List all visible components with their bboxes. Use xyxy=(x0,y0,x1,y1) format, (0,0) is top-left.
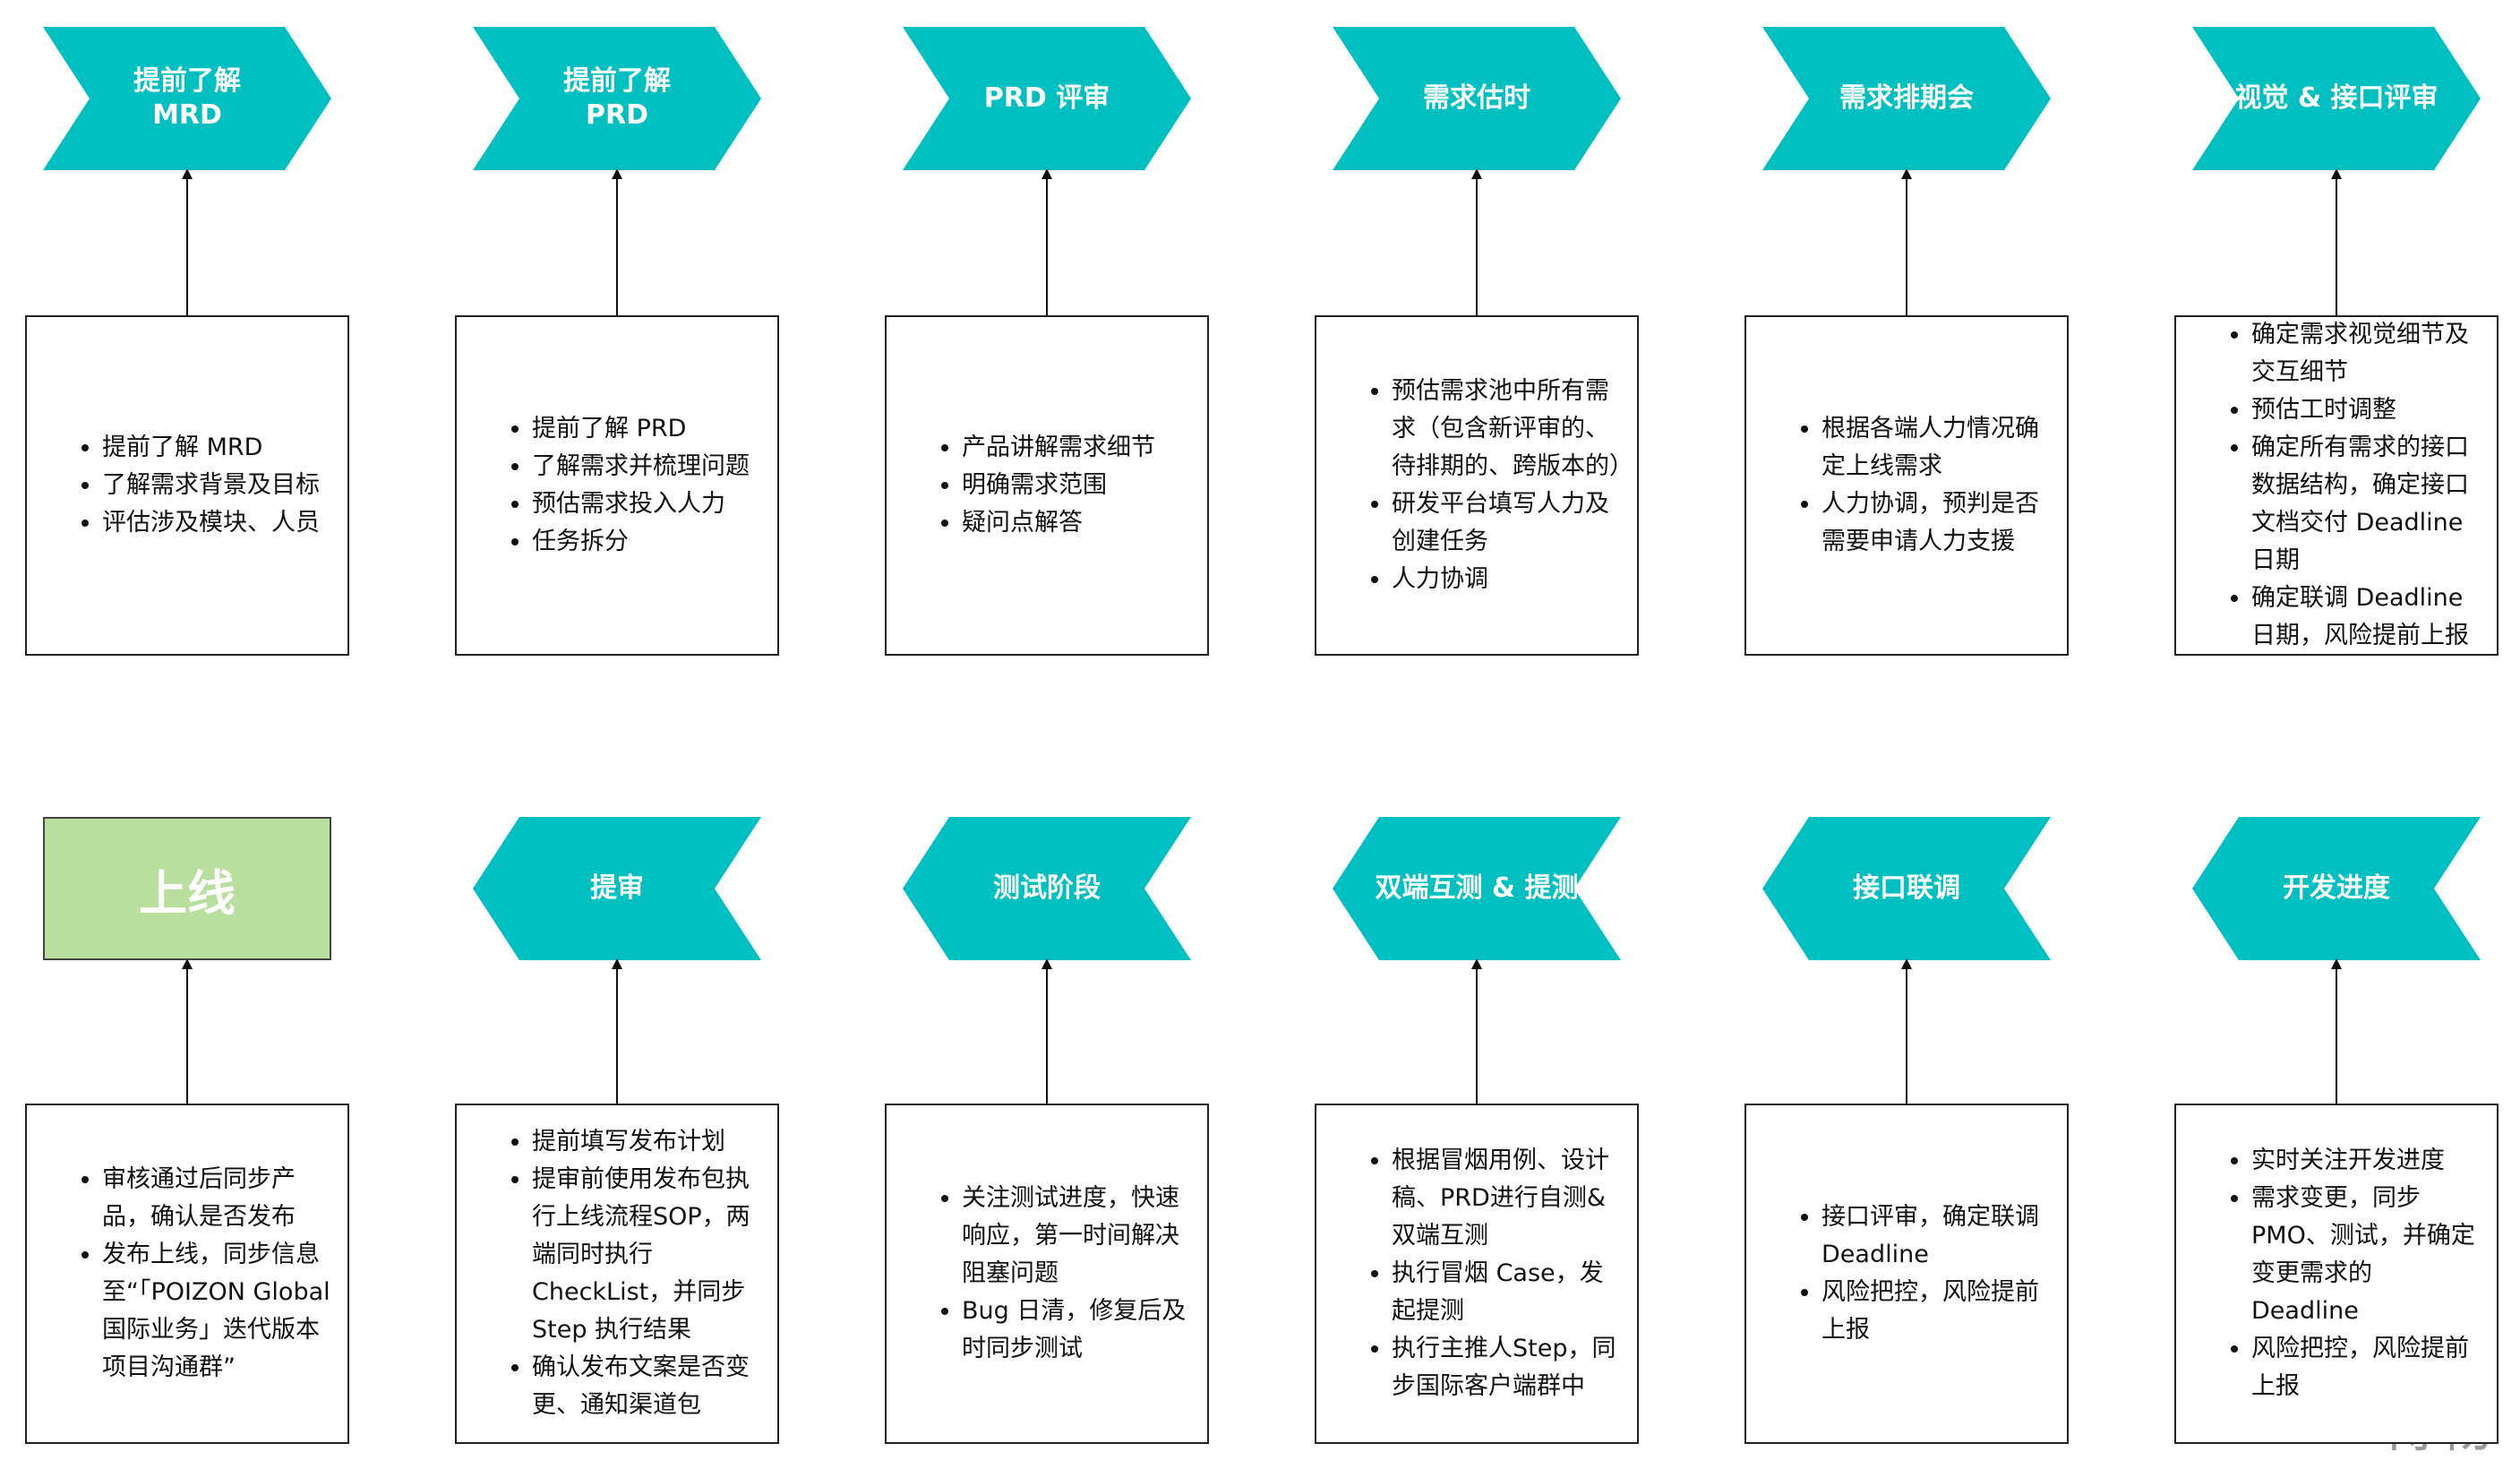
stage-task-list: 实时关注开发进度需求变更，同步 PMO、测试，并确定变更需求的 Deadline… xyxy=(2176,1142,2497,1405)
stage-task-list: 提前填写发布计划提审前使用发布包执行上线流程SOP，两端同时执行 CheckLi… xyxy=(457,1123,777,1424)
stage-task-item: 评估涉及模块、人员 xyxy=(102,504,320,542)
launch-label: 上线 xyxy=(139,864,236,922)
stage-chevron xyxy=(1333,817,1621,960)
stage-detail-card: 接口评审，确定联调 Deadline风险把控，风险提前上报 xyxy=(1744,1104,2069,1444)
stage-detail-card: 提前填写发布计划提审前使用发布包执行上线流程SOP，两端同时执行 CheckLi… xyxy=(455,1104,779,1444)
stage-task-list: 根据各端人力情况确定上线需求人力协调，预判是否需要申请人力支援 xyxy=(1746,410,2067,561)
stage-task-item: 任务拆分 xyxy=(532,523,750,561)
stage-chevron xyxy=(903,27,1191,170)
stage-detail-card: 根据各端人力情况确定上线需求人力协调，预判是否需要申请人力支援 xyxy=(1744,315,2069,656)
stage-chevron xyxy=(1333,27,1621,170)
stage-task-item: 确定所有需求的接口数据结构，确定接口文档交付 Deadline 日期 xyxy=(2251,429,2482,580)
stage-task-list: 提前了解 MRD了解需求背景及目标评估涉及模块、人员 xyxy=(27,429,334,542)
stage-task-item: 提前了解 PRD xyxy=(532,410,750,448)
stage-task-list: 审核通过后同步产品，确认是否发布发布上线，同步信息至“「POIZON Globa… xyxy=(27,1161,347,1387)
stage-detail-card: 根据冒烟用例、设计稿、PRD进行自测&双端互测执行冒烟 Case，发起提测执行主… xyxy=(1315,1104,1639,1444)
stage-task-item: 人力协调，预判是否需要申请人力支援 xyxy=(1821,485,2053,561)
stage-task-item: 提前了解 MRD xyxy=(102,429,320,467)
stage-task-item: 执行主推人Step，同步国际客户端群中 xyxy=(1392,1330,1623,1405)
stage-task-item: 了解需求并梳理问题 xyxy=(532,448,750,485)
stage-task-list: 根据冒烟用例、设计稿、PRD进行自测&双端互测执行冒烟 Case，发起提测执行主… xyxy=(1316,1142,1637,1405)
stage-task-item: 预估工时调整 xyxy=(2251,391,2482,429)
stage-task-item: 风险把控，风险提前上报 xyxy=(2251,1330,2482,1405)
stage-task-item: 预估需求投入人力 xyxy=(532,485,750,523)
stage-task-item: Bug 日清，修复后及时同步测试 xyxy=(962,1293,1193,1368)
stage-detail-card: 预估需求池中所有需求（包含新评审的、待排期的、跨版本的）研发平台填写人力及创建任… xyxy=(1315,315,1639,656)
stage-task-list: 产品讲解需求细节明确需求范围疑问点解答 xyxy=(887,429,1170,542)
stage-detail-card: 提前了解 MRD了解需求背景及目标评估涉及模块、人员 xyxy=(25,315,349,656)
stage-task-item: 风险把控，风险提前上报 xyxy=(1821,1274,2053,1349)
stage-chevron xyxy=(903,817,1191,960)
stage-detail-card: 确定需求视觉细节及交互细节预估工时调整确定所有需求的接口数据结构，确定接口文档交… xyxy=(2174,315,2499,656)
stage-task-item: 执行冒烟 Case，发起提测 xyxy=(1392,1255,1623,1330)
stage-task-item: 接口评审，确定联调 Deadline xyxy=(1821,1198,2053,1274)
stage-detail-card: 实时关注开发进度需求变更，同步 PMO、测试，并确定变更需求的 Deadline… xyxy=(2174,1104,2499,1444)
stage-task-list: 确定需求视觉细节及交互细节预估工时调整确定所有需求的接口数据结构，确定接口文档交… xyxy=(2176,316,2497,655)
stage-task-item: 根据各端人力情况确定上线需求 xyxy=(1821,410,2053,485)
stage-task-item: 明确需求范围 xyxy=(962,467,1155,504)
stage-task-item: 需求变更，同步 PMO、测试，并确定变更需求的 Deadline xyxy=(2251,1180,2482,1330)
stage-chevron xyxy=(2192,27,2481,170)
stage-task-list: 接口评审，确定联调 Deadline风险把控，风险提前上报 xyxy=(1746,1198,2067,1349)
stage-detail-card: 产品讲解需求细节明确需求范围疑问点解答 xyxy=(885,315,1209,656)
stage-chevron xyxy=(1762,817,2051,960)
stage-chevron xyxy=(473,27,761,170)
stage-task-item: 审核通过后同步产品，确认是否发布 xyxy=(102,1161,333,1236)
stage-task-item: 关注测试进度，快速响应，第一时间解决阻塞问题 xyxy=(962,1180,1193,1293)
stage-task-item: 人力协调 xyxy=(1392,561,1623,598)
stage-detail-card: 提前了解 PRD了解需求并梳理问题预估需求投入人力任务拆分 xyxy=(455,315,779,656)
stage-task-item: 确认发布文案是否变更、通知渠道包 xyxy=(532,1349,763,1424)
stage-task-list: 提前了解 PRD了解需求并梳理问题预估需求投入人力任务拆分 xyxy=(457,410,764,561)
stage-task-item: 实时关注开发进度 xyxy=(2251,1142,2482,1180)
stage-detail-card: 关注测试进度，快速响应，第一时间解决阻塞问题Bug 日清，修复后及时同步测试 xyxy=(885,1104,1209,1444)
stage-task-item: 确定需求视觉细节及交互细节 xyxy=(2251,316,2482,391)
stage-task-item: 疑问点解答 xyxy=(962,504,1155,542)
stage-task-item: 了解需求背景及目标 xyxy=(102,467,320,504)
stage-task-item: 提前填写发布计划 xyxy=(532,1123,763,1161)
stage-chevron xyxy=(2192,817,2481,960)
stage-chevron xyxy=(1762,27,2051,170)
stage-task-item: 预估需求池中所有需求（包含新评审的、待排期的、跨版本的） xyxy=(1392,373,1633,485)
stage-detail-card: 审核通过后同步产品，确认是否发布发布上线，同步信息至“「POIZON Globa… xyxy=(25,1104,349,1444)
launch-box: 上线 xyxy=(43,817,331,960)
stage-task-item: 提审前使用发布包执行上线流程SOP，两端同时执行 CheckList，并同步 S… xyxy=(532,1161,763,1349)
stage-task-list: 预估需求池中所有需求（包含新评审的、待排期的、跨版本的）研发平台填写人力及创建任… xyxy=(1316,373,1637,598)
stage-task-list: 关注测试进度，快速响应，第一时间解决阻塞问题Bug 日清，修复后及时同步测试 xyxy=(887,1180,1207,1368)
stage-chevron xyxy=(43,27,331,170)
stage-task-item: 研发平台填写人力及创建任务 xyxy=(1392,485,1623,561)
stage-task-item: 发布上线，同步信息至“「POIZON Global 国际业务」迭代版本项目沟通群… xyxy=(102,1236,333,1387)
stage-task-item: 确定联调 Deadline 日期，风险提前上报 xyxy=(2251,580,2482,655)
stage-task-item: 根据冒烟用例、设计稿、PRD进行自测&双端互测 xyxy=(1392,1142,1623,1255)
stage-task-item: 产品讲解需求细节 xyxy=(962,429,1155,467)
stage-chevron xyxy=(473,817,761,960)
